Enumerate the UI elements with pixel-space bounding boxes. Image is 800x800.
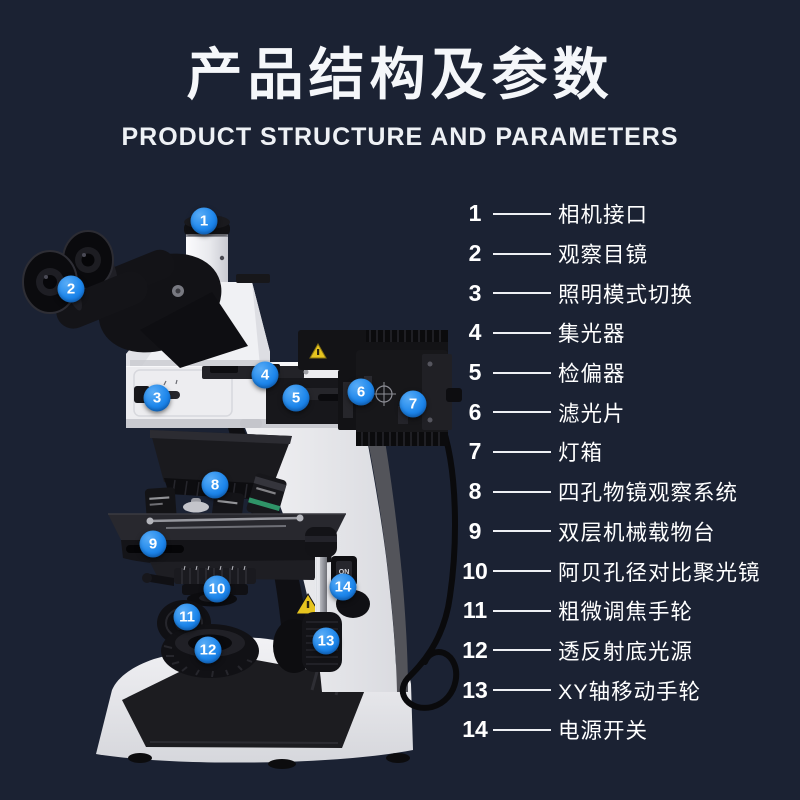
parts-list-row: 9 双层机械载物台: [458, 512, 798, 552]
part-label: 双层机械载物台: [558, 520, 716, 545]
part-badge-4: 4: [251, 361, 279, 389]
connector-line: [493, 570, 551, 573]
page-title: 产品结构及参数: [186, 43, 614, 106]
part-label: 透反射底光源: [558, 639, 694, 664]
parts-list-row: 6 滤光片: [458, 392, 798, 432]
header: 产品结构及参数 PRODUCT STRUCTURE AND PARAMETERS: [0, 0, 800, 152]
parts-list-row: 2 观察目镜: [458, 234, 798, 274]
parts-list-row: 5 检偏器: [458, 353, 798, 393]
warning-label-icon: [309, 342, 327, 359]
power-cable: [399, 417, 460, 711]
part-number: 7: [468, 438, 482, 465]
part-label: 四孔物镜观察系统: [558, 481, 739, 506]
part-label: 检偏器: [558, 362, 626, 387]
part-number: 14: [462, 716, 488, 743]
part-badge-9: 9: [139, 530, 167, 558]
parts-list-row: 7 灯箱: [458, 432, 798, 472]
connector-line: [493, 689, 551, 692]
part-label: 粗微调焦手轮: [558, 600, 694, 625]
parts-list-row: 3 照明模式切换: [458, 273, 798, 313]
parts-list-row: 13 XY轴移动手轮: [458, 670, 798, 710]
switch-on-label: ON: [339, 569, 350, 576]
part-badge-3: 3: [143, 384, 171, 412]
connector-line: [493, 728, 551, 731]
part-badge-6: 6: [347, 378, 375, 406]
connector-line: [493, 252, 551, 255]
connector-line: [493, 530, 551, 533]
part-label: 相机接口: [558, 203, 649, 228]
part-number: 12: [462, 636, 488, 663]
connector-line: [493, 450, 551, 453]
part-number: 2: [468, 240, 482, 267]
connector-line: [493, 331, 551, 334]
part-number: 13: [462, 676, 488, 703]
page-subtitle: PRODUCT STRUCTURE AND PARAMETERS: [121, 123, 679, 151]
part-label: 滤光片: [558, 401, 626, 426]
mechanical-stage: [108, 498, 346, 580]
parts-list: 1 相机接口 2 观察目镜 3 照明模式切换 4 集光器 5 检偏器 6 滤光片 7 灯箱 8 四孔物镜观察系…: [458, 194, 798, 750]
connector-line: [493, 292, 551, 295]
connector-line: [493, 609, 551, 612]
centering-crosshair-icon: [372, 382, 396, 406]
connector-line: [493, 371, 551, 374]
part-number: 3: [468, 279, 482, 306]
part-number: 1: [468, 200, 482, 227]
parts-list-row: 4 集光器: [458, 313, 798, 353]
part-number: 6: [468, 398, 482, 425]
part-number: 4: [468, 319, 482, 346]
parts-list-row: 10 阿贝孔径对比聚光镜: [458, 551, 798, 591]
part-label: 照明模式切换: [558, 282, 694, 307]
part-badge-14: 14: [329, 573, 357, 601]
parts-list-row: 12 透反射底光源: [458, 631, 798, 671]
parts-list-row: 1 相机接口: [458, 194, 798, 234]
part-label: 灯箱: [558, 441, 604, 466]
part-number: 9: [468, 517, 482, 544]
part-label: XY轴移动手轮: [558, 679, 702, 704]
part-label: 集光器: [558, 322, 626, 347]
part-badge-5: 5: [282, 384, 310, 412]
part-badge-2: 2: [57, 275, 85, 303]
parts-list-row: 14 电源开关: [458, 710, 798, 750]
connector-line: [493, 490, 551, 493]
part-label: 电源开关: [558, 719, 649, 744]
part-label: 阿贝孔径对比聚光镜: [558, 560, 761, 585]
part-badge-10: 10: [203, 575, 231, 603]
part-label: 观察目镜: [558, 243, 649, 268]
parts-list-row: 8 四孔物镜观察系统: [458, 472, 798, 512]
part-badge-1: 1: [190, 207, 218, 235]
part-badge-12: 12: [194, 636, 222, 664]
part-badge-7: 7: [399, 390, 427, 418]
part-number: 10: [462, 557, 488, 584]
part-badge-11: 11: [173, 603, 201, 631]
connector-line: [493, 411, 551, 414]
part-number: 5: [468, 359, 482, 386]
part-badge-13: 13: [312, 627, 340, 655]
objective-nosepiece: [144, 419, 292, 545]
connector-line: [493, 649, 551, 652]
part-number: 8: [468, 478, 482, 505]
part-number: 11: [462, 597, 488, 624]
parts-list-row: 11 粗微调焦手轮: [458, 591, 798, 631]
part-badge-8: 8: [201, 471, 229, 499]
connector-line: [493, 212, 551, 215]
